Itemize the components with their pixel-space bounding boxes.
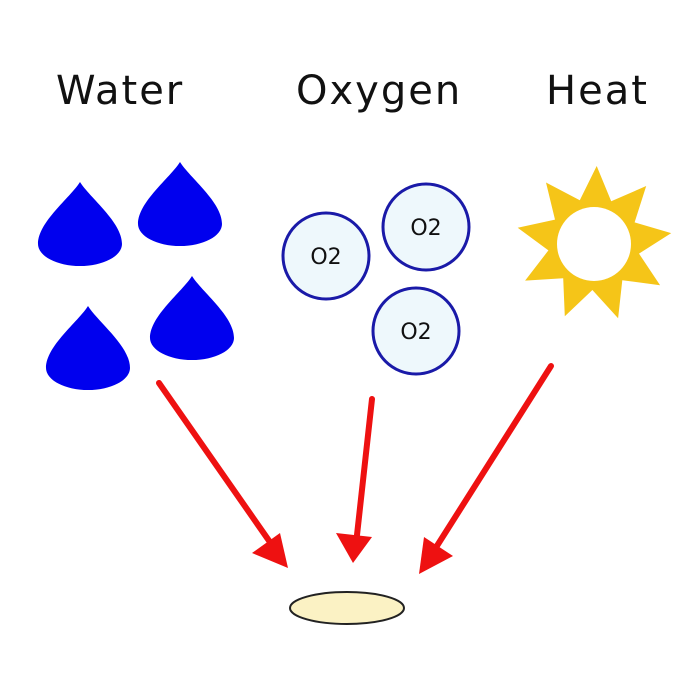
water-drop-icon — [150, 276, 234, 360]
water-drop-icon — [38, 182, 122, 266]
oxygen-molecule-icon: O2 — [371, 286, 461, 376]
arrows — [156, 363, 554, 574]
oxygen-arrow — [336, 396, 375, 563]
water-drop-icon — [138, 162, 222, 246]
oxygen-molecule-label: O2 — [400, 320, 431, 345]
heat-arrow — [419, 363, 554, 574]
water-drop-icon — [46, 306, 130, 390]
oxygen-molecule-icon: O2 — [281, 211, 371, 301]
water-drops — [38, 162, 234, 390]
oxygen-molecule-label: O2 — [310, 245, 341, 270]
water-label: Water — [56, 68, 185, 114]
oxygen-molecules: O2 O2 O2 — [281, 182, 471, 376]
sun-icon — [517, 166, 672, 319]
heat-label: Heat — [546, 68, 649, 114]
oxygen-molecule-label: O2 — [410, 216, 441, 241]
fuel-target-ellipse — [289, 591, 405, 625]
oxygen-label: Oxygen — [296, 68, 463, 114]
oxygen-molecule-icon: O2 — [381, 182, 471, 272]
sun-center — [557, 207, 631, 281]
water-arrow — [156, 380, 288, 568]
